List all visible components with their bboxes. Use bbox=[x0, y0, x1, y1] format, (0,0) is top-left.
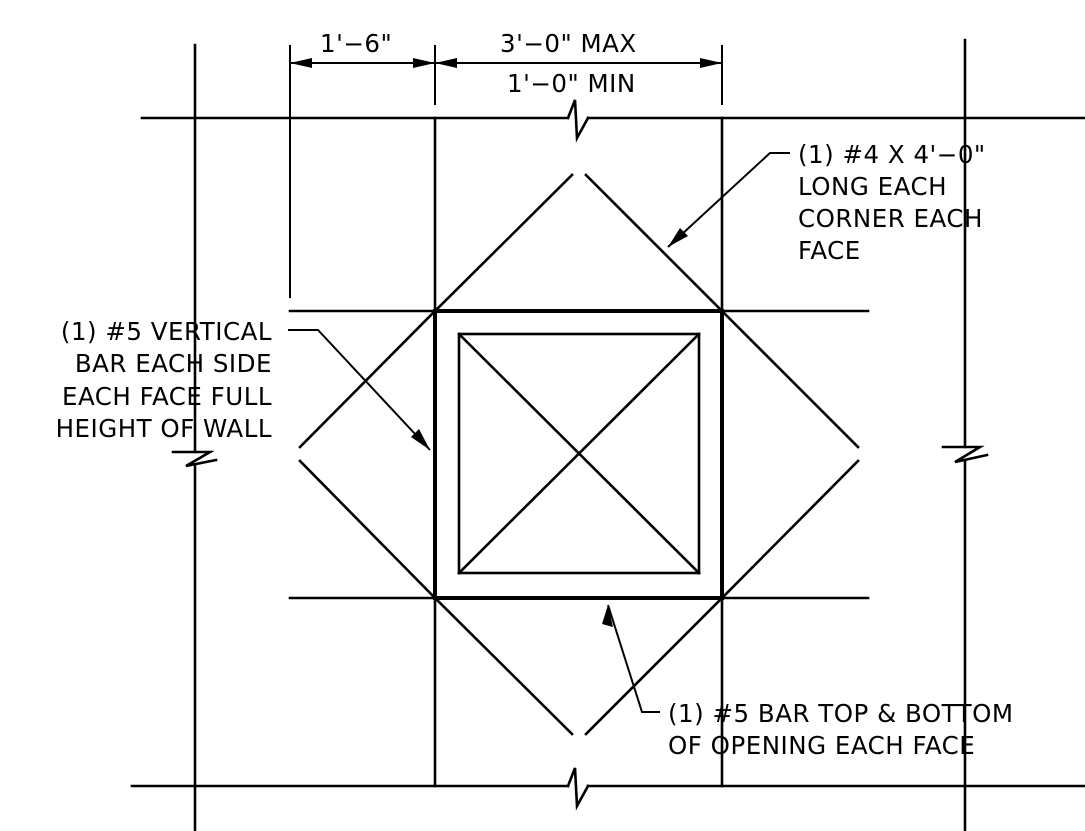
note-top-bottom-bars: (1) #5 BAR TOP & BOTTOM OF OPENING EACH … bbox=[668, 699, 1014, 760]
leader-vertical-bars bbox=[288, 329, 431, 451]
svg-text:HEIGHT OF WALL: HEIGHT OF WALL bbox=[56, 414, 272, 443]
svg-text:LONG EACH: LONG EACH bbox=[798, 172, 947, 201]
wall-bottom-edge bbox=[130, 767, 1085, 811]
dim-label-max: 3'−0" MAX bbox=[500, 29, 637, 58]
wall-right-edge bbox=[941, 38, 989, 831]
note-vertical-bars: (1) #5 VERTICAL BAR EACH SIDE EACH FACE … bbox=[56, 317, 272, 443]
svg-text:OF OPENING EACH FACE: OF OPENING EACH FACE bbox=[668, 731, 975, 760]
wall-top-edge bbox=[140, 99, 1085, 143]
opening-outline bbox=[433, 309, 724, 600]
leader-corner-bars bbox=[667, 152, 790, 248]
dim-label-left: 1'−6" bbox=[320, 29, 392, 58]
svg-text:CORNER EACH: CORNER EACH bbox=[798, 204, 983, 233]
note-corner-bars: (1) #4 X 4'−0" LONG EACH CORNER EACH FAC… bbox=[798, 140, 986, 265]
dimension-line bbox=[290, 58, 722, 68]
diagonal-corner-bars bbox=[298, 173, 860, 736]
svg-text:FACE: FACE bbox=[798, 236, 861, 265]
dim-label-min: 1'−0" MIN bbox=[507, 69, 636, 98]
wall-left-edge bbox=[171, 43, 218, 831]
svg-text:(1) #5 VERTICAL: (1) #5 VERTICAL bbox=[61, 317, 272, 346]
opening-inner-box bbox=[457, 332, 701, 575]
svg-text:EACH FACE FULL: EACH FACE FULL bbox=[62, 382, 272, 411]
leader-top-bottom-bars bbox=[602, 604, 660, 713]
svg-text:(1) #4 X 4'−0": (1) #4 X 4'−0" bbox=[798, 140, 986, 169]
svg-text:(1) #5 BAR TOP & BOTTOM: (1) #5 BAR TOP & BOTTOM bbox=[668, 699, 1014, 728]
svg-text:BAR EACH SIDE: BAR EACH SIDE bbox=[75, 349, 272, 378]
